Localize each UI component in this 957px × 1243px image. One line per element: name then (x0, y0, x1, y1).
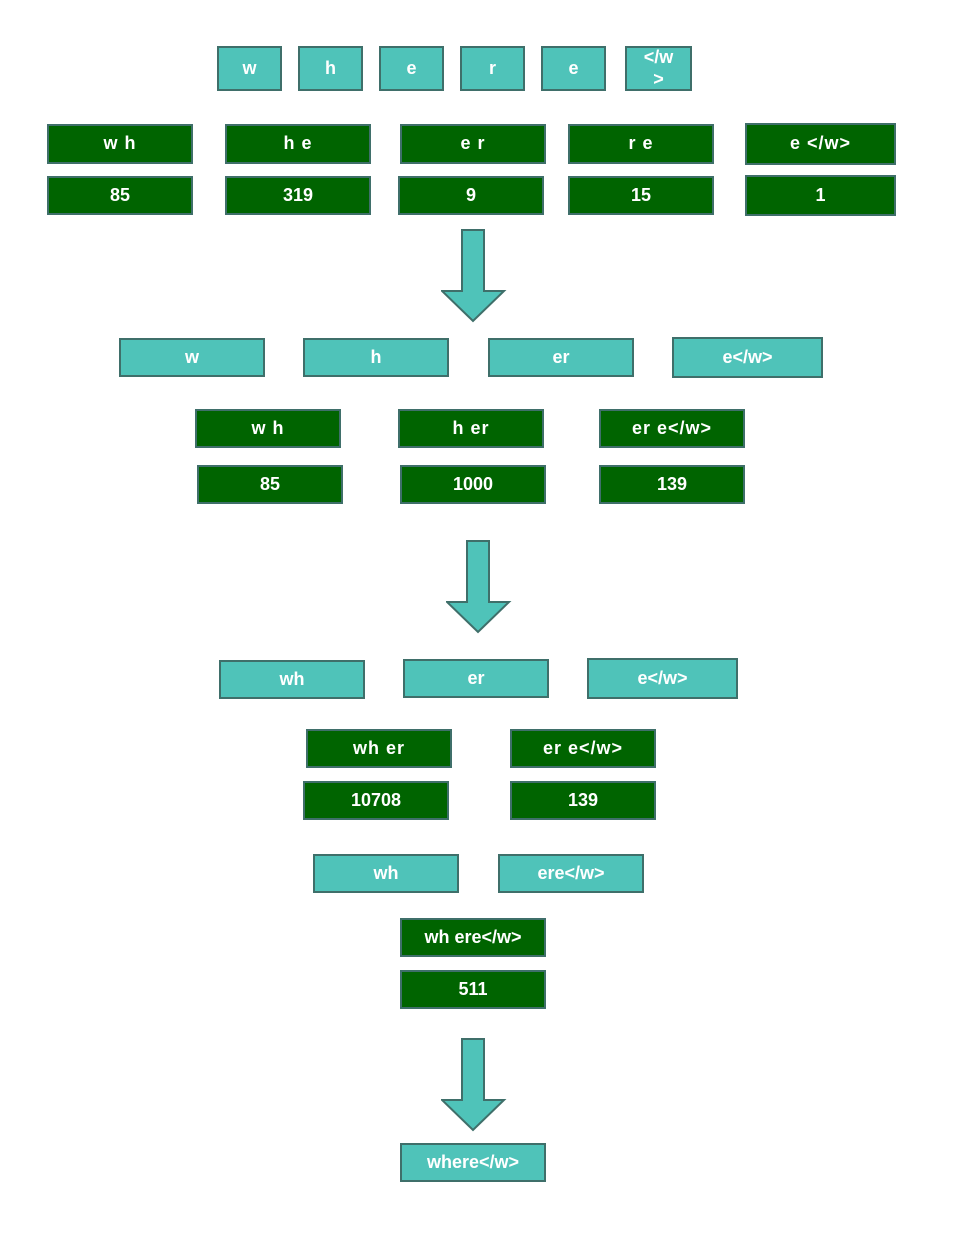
pair-box: er e</w> (510, 729, 656, 768)
token-box: wh (313, 854, 459, 893)
count-box: 139 (510, 781, 656, 820)
pair-box: e r (400, 124, 546, 164)
pair-box: e </w> (745, 123, 896, 165)
count-box: 1 (745, 175, 896, 216)
count-box: 15 (568, 176, 714, 215)
count-box: 1000 (400, 465, 546, 504)
pair-box: r e (568, 124, 714, 164)
token-box: w (217, 46, 282, 91)
down-arrow-icon (441, 229, 507, 323)
count-box: 139 (599, 465, 745, 504)
pair-box: h er (398, 409, 544, 448)
count-box: 319 (225, 176, 371, 215)
token-box: r (460, 46, 525, 91)
down-arrow-icon (441, 1038, 507, 1132)
token-box: e (541, 46, 606, 91)
pair-box: er e</w> (599, 409, 745, 448)
down-arrow-icon (446, 540, 512, 634)
pair-box: w h (195, 409, 341, 448)
token-box: e</w> (587, 658, 738, 699)
token-box: ere</w> (498, 854, 644, 893)
count-box: 10708 (303, 781, 449, 820)
final-token-box: where</w> (400, 1143, 546, 1182)
token-box: wh (219, 660, 365, 699)
token-box: h (298, 46, 363, 91)
count-box: 9 (398, 176, 544, 215)
pair-box: wh er (306, 729, 452, 768)
pair-box: w h (47, 124, 193, 164)
count-box: 511 (400, 970, 546, 1009)
token-box: er (488, 338, 634, 377)
token-box: e (379, 46, 444, 91)
count-box: 85 (197, 465, 343, 504)
pair-box: h e (225, 124, 371, 164)
pair-box: wh ere</w> (400, 918, 546, 957)
token-box: er (403, 659, 549, 698)
token-box: </w> (625, 46, 692, 91)
token-box: e</w> (672, 337, 823, 378)
token-box: h (303, 338, 449, 377)
count-box: 85 (47, 176, 193, 215)
token-box: w (119, 338, 265, 377)
